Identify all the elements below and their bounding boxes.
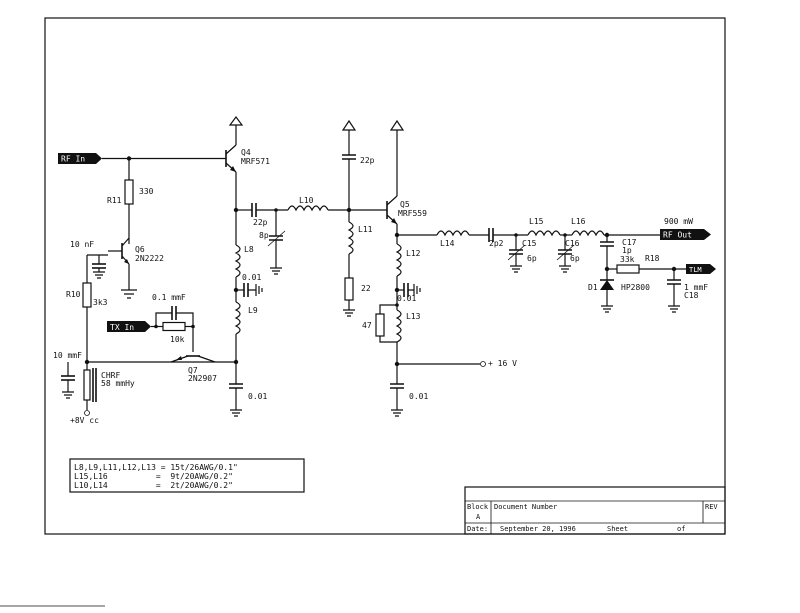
transistors-q6-ref-label: Q6	[135, 245, 145, 254]
title-block-block-label-label: Block	[467, 503, 489, 511]
sheet-border	[44, 17, 726, 535]
diode-d1: D1 HP2800	[588, 269, 650, 313]
resistor-r10: R10 3k3	[66, 282, 108, 308]
title-block-rev-label-label: REV	[705, 503, 718, 511]
components-c16-val-label: 6p	[570, 254, 580, 263]
components-c-10mmf-label: 10 mmF	[53, 351, 82, 360]
components-v-plus16-label: + 16 V	[488, 359, 517, 368]
rf-in-port: RF In	[58, 153, 102, 164]
components-r-47-label: 47	[362, 321, 372, 330]
resistor-r11: R11 330	[107, 179, 154, 205]
components-c15-val-label: 6p	[527, 254, 537, 263]
components-r11-label: R11	[107, 196, 122, 205]
components-c-2p2-label: 2p2	[489, 239, 504, 248]
title-block-date-value-label: September 20, 1996	[500, 525, 576, 533]
title-block: Block A Document Number REV Date: Septem…	[464, 486, 726, 535]
rf-out-port: RF Out	[660, 229, 711, 240]
coil-notes: L8,L9,L11,L12,L13 = 15t/26AWG/0.1" L15,L…	[69, 458, 305, 493]
components-l10-label: L10	[299, 196, 314, 205]
components-r10-label: R10	[66, 290, 81, 299]
ground-symbol	[121, 289, 137, 299]
components-c-001-a-label: 0.01	[242, 273, 261, 282]
components-c-8p-label: 8p	[259, 231, 269, 240]
tx-in-port: TX In	[107, 321, 151, 332]
components-r-22-label: 22	[361, 284, 371, 293]
components-l8-label: L8	[244, 245, 254, 254]
components-l13-label: L13	[406, 312, 421, 321]
components-c-001-d-label: 0.01	[409, 392, 428, 401]
components-out-power-label: 900 mW	[664, 217, 693, 226]
components-chrf-label: CHRF	[101, 371, 120, 380]
rf-out-label: RF Out	[663, 231, 692, 240]
rf-in-label: RF In	[61, 155, 85, 164]
components-c-22p-a-label: 22p	[253, 218, 268, 227]
components-c17-label: C17	[622, 238, 637, 247]
components-r-33k-label: 33k	[620, 255, 635, 264]
title-block-sheet-value-label: of	[677, 525, 685, 533]
transistor-q6: Q6 2N2222	[108, 237, 164, 290]
components-l16-label: L16	[571, 217, 586, 226]
components-l12-label: L12	[406, 249, 421, 258]
components-l14-label: L14	[440, 239, 455, 248]
transistors-q4-part-label: MRF571	[241, 157, 270, 166]
components-r10-val-label: 3k3	[93, 298, 108, 307]
components-d1-label: D1	[588, 283, 598, 292]
components-c18-label: C18	[684, 291, 699, 300]
title-block-sheet-label-label: Sheet	[607, 525, 628, 533]
components-v-plus8-label: +8V cc	[70, 416, 99, 425]
components-chrf-val-label: 58 mmHy	[101, 379, 135, 388]
components-c-01mmf-label: 0.1 mmF	[152, 293, 186, 302]
components-r-10k-label: 10k	[170, 335, 185, 344]
components-l9-label: L9	[248, 306, 258, 315]
notes-line1-label: L8,L9,L11,L12,L13 = 15t/26AWG/0.1"	[74, 463, 238, 472]
tx-in-label: TX In	[110, 323, 134, 332]
components-c15-label: C15	[522, 239, 537, 248]
transistors-q4-ref-label: Q4	[241, 148, 251, 157]
components-c-001-c-label: 0.01	[397, 294, 416, 303]
tlm-port: TLM	[686, 264, 716, 274]
capacitor-10nf: 10 nF	[70, 240, 106, 279]
title-block-date-label-label: Date:	[467, 525, 488, 533]
title-block-block-value-label: A	[476, 513, 481, 521]
components-r18-label: R18	[645, 254, 660, 263]
components-l15-label: L15	[529, 217, 544, 226]
components-d1-part-label: HP2800	[621, 283, 650, 292]
transistors-q6-part-label: 2N2222	[135, 254, 164, 263]
transistor-q4: Q4 MRF571	[225, 144, 270, 173]
transistor-q7: Q7 2N2907	[170, 355, 217, 383]
components-c17-val-label: 1p	[622, 246, 632, 255]
components-c-10nf-label: 10 nF	[70, 240, 94, 249]
title-block-docnum-label-label: Document Number	[494, 503, 557, 511]
choke-chrf: CHRF 58 mmHy +8V cc	[70, 362, 135, 425]
components-c18-val-label: 1 mmF	[684, 283, 708, 292]
components-c-001-b-label: 0.01	[248, 392, 267, 401]
transistors-q5-ref-label: Q5	[400, 200, 410, 209]
transistors-q7-part-label: 2N2907	[188, 374, 217, 383]
notes-line3-label: L10,L14 = 2t/20AWG/0.2"	[74, 481, 233, 490]
components-l11-label: L11	[358, 225, 373, 234]
tlm-label: TLM	[689, 266, 702, 274]
transistors-q5-part-label: MRF559	[398, 209, 427, 218]
transistors-q7-ref-label: Q7	[188, 366, 198, 375]
components-c-22p-b-label: 22p	[360, 156, 375, 165]
notes-line2-label: L15,L16 = 9t/20AWG/0.2"	[74, 472, 233, 481]
components-c16-label: C16	[565, 239, 580, 248]
components-r11-val-label: 330	[139, 187, 154, 196]
transistor-q5: Q5 MRF559	[386, 195, 427, 225]
